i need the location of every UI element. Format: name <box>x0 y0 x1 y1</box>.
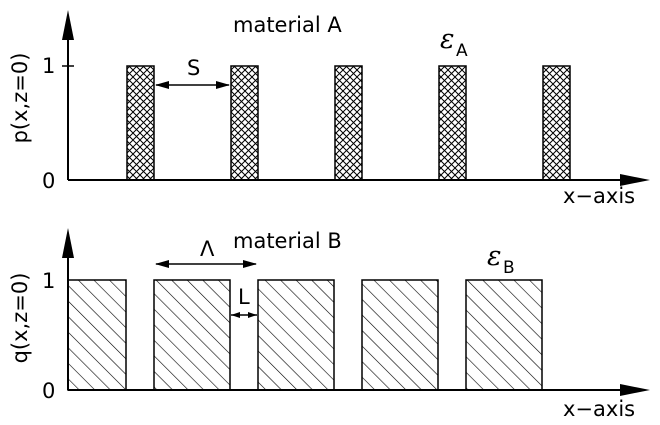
panel-b-bar <box>67 279 127 391</box>
panel-b-tick-0: 0 <box>42 379 55 403</box>
gap-right-arrowhead-icon <box>248 312 257 318</box>
panel-b-y-arrow-icon <box>62 228 74 258</box>
panel-b-bar <box>257 279 335 391</box>
panel-a-bar <box>438 65 467 181</box>
panel-a-bar <box>334 65 363 181</box>
eps-a-symbol: ε <box>440 24 455 55</box>
panel-a-bar <box>542 65 571 181</box>
spacing-right-arrowhead-icon <box>216 81 230 89</box>
eps-b-symbol: ε <box>487 241 502 272</box>
period-arrow <box>155 260 257 268</box>
gap-left-arrowhead-icon <box>231 312 240 318</box>
panel-a-tick-0: 0 <box>42 169 55 193</box>
panel-b-bar <box>465 279 543 391</box>
gap-label: L <box>238 285 250 309</box>
spacing-left-arrowhead-icon <box>155 81 169 89</box>
panel-b-bar <box>361 279 439 391</box>
panel-b-material-label: material B <box>233 229 342 253</box>
panel-a-bar <box>126 65 155 181</box>
eps-b-subscript: B <box>503 258 515 278</box>
panel-b-bar <box>153 279 231 391</box>
panel-a-x-arrow-icon <box>620 174 650 186</box>
panel-a-x-label: x−axis <box>563 184 635 208</box>
period-label: Λ <box>200 237 215 261</box>
panel-b-tick-1: 1 <box>42 269 55 293</box>
panel-a-y-label: p(x,z=0) <box>8 53 32 144</box>
panel-a-material-label: material A <box>233 13 342 37</box>
panel-b-bars <box>67 279 543 391</box>
panel-a-bars <box>126 65 571 181</box>
panel-b-x-label: x−axis <box>563 397 635 420</box>
panel-a: 1 0 p(x,z=0) S material A ε A x−axis <box>8 10 650 208</box>
panel-a-bar <box>230 65 259 181</box>
panel-b-y-label: q(x,z=0) <box>8 273 32 364</box>
panel-b: 1 0 q(x,z=0) Λ L material B ε B <box>8 228 650 421</box>
spacing-arrow <box>155 81 230 89</box>
panel-a-y-arrow-icon <box>62 10 74 40</box>
eps-a-subscript: A <box>456 41 468 61</box>
period-right-arrowhead-icon <box>243 260 257 268</box>
period-left-arrowhead-icon <box>155 260 169 268</box>
panel-b-x-arrow-icon <box>620 384 650 396</box>
gap-arrow <box>231 312 257 318</box>
panel-a-tick-1: 1 <box>42 54 55 78</box>
spacing-label: S <box>187 56 200 80</box>
